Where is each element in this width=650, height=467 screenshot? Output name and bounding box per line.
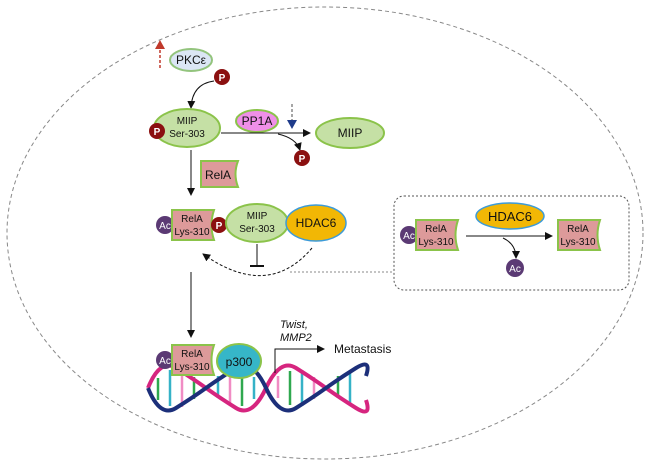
svg-text:P: P — [219, 73, 226, 84]
pp1a-label: PP1A — [242, 114, 273, 128]
pp1a-down-arrow-icon — [287, 104, 297, 129]
p300-node: p300 — [216, 343, 262, 379]
hdac6-inset-node: HDAC6 — [475, 202, 545, 230]
lys310-label: Lys-310 — [418, 237, 454, 248]
rela-label: RelA — [181, 214, 203, 225]
svg-text:P: P — [299, 154, 306, 165]
pkc-node: PKCε — [169, 48, 213, 72]
pp1a-node: PP1A — [235, 109, 279, 133]
rela-free-node: RelA — [200, 160, 240, 188]
metastasis-label: Metastasis — [334, 342, 391, 356]
rela-label: RelA — [205, 168, 231, 182]
rela-label: RelA — [567, 224, 589, 235]
lys310-label: Lys-310 — [174, 227, 210, 238]
phospho-badge: P — [214, 69, 230, 85]
hdac6-complex-node: HDAC6 — [285, 204, 347, 242]
p300-label: p300 — [226, 355, 253, 369]
acetyl-badge: Ac — [156, 216, 174, 234]
svg-text:Ac: Ac — [509, 264, 521, 275]
deacetylation-dashed-arrow — [202, 247, 313, 276]
miip-free-node: MIIP — [315, 117, 385, 149]
phospho-badge: P — [294, 150, 310, 166]
svg-text:P: P — [154, 127, 161, 138]
lys310-label: Lys-310 — [174, 362, 210, 373]
acetyl-badge: Ac — [400, 226, 418, 244]
miip-label: MIIP — [338, 126, 363, 140]
rela-lys310-node: RelA Lys-310 — [171, 209, 216, 241]
miip-complex-node: MIIP Ser-303 — [225, 203, 289, 243]
miip-label: MIIP — [177, 116, 198, 127]
acetyl-release-arrow — [502, 237, 520, 259]
acetyl-badge: Ac — [506, 259, 524, 277]
target-gene-twist: Twist, — [280, 319, 308, 331]
pkc-up-arrow-icon — [155, 40, 165, 68]
pkc-label: PKCε — [176, 53, 207, 67]
target-gene-mmp2: MMP2 — [280, 332, 312, 344]
phospho-badge: P — [149, 123, 165, 139]
phospho-release-arrow — [277, 133, 302, 151]
rela-lys310-dna-node: RelA Lys-310 — [171, 344, 216, 376]
lys310-label: Lys-310 — [560, 237, 596, 248]
transcription-arrow — [274, 345, 325, 373]
rela-label: RelA — [425, 224, 447, 235]
hdac6-label: HDAC6 — [488, 209, 532, 224]
acetyl-badge: Ac — [156, 351, 174, 369]
inhibition-symbol — [250, 244, 264, 267]
hdac6-label: HDAC6 — [296, 216, 337, 230]
rela-lys310-inset-node: RelA Lys-310 — [415, 219, 460, 251]
miip-label: MIIP — [247, 211, 268, 222]
rela-label: RelA — [181, 349, 203, 360]
phospho-badge: P — [211, 217, 227, 233]
ser303-label: Ser-303 — [239, 224, 275, 235]
cell-membrane — [6, 6, 644, 460]
svg-text:Ac: Ac — [403, 231, 415, 242]
svg-text:Ac: Ac — [159, 221, 171, 232]
svg-text:P: P — [216, 221, 223, 232]
miip-ser303-node: MIIP Ser-303 — [153, 108, 221, 148]
svg-text:Ac: Ac — [159, 356, 171, 367]
rela-lys310-deacetylated-node: RelA Lys-310 — [557, 219, 602, 251]
ser303-label: Ser-303 — [169, 129, 205, 140]
phospho-transfer-arrow — [187, 80, 215, 109]
